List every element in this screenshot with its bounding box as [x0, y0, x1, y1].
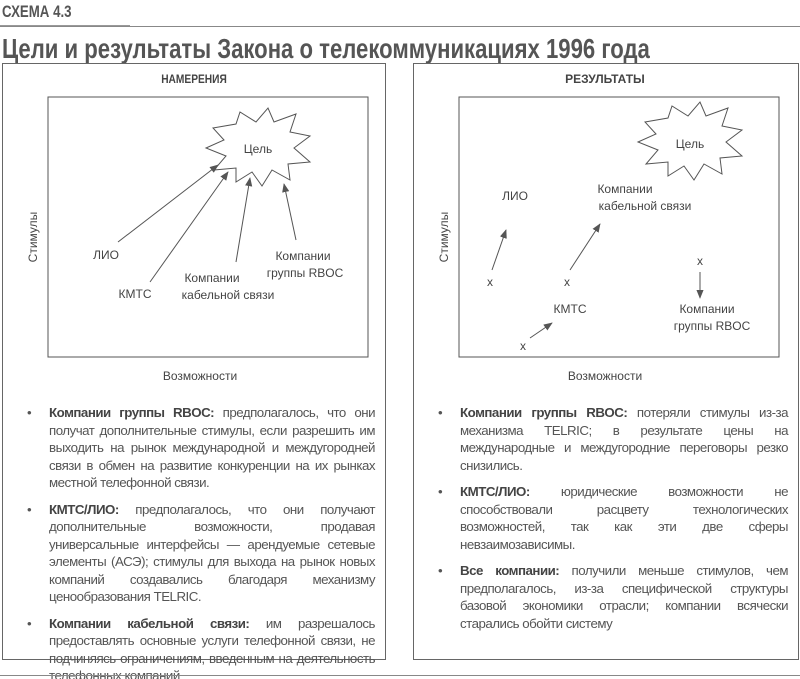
bullet-term: Компании группы RBOC: [460, 405, 628, 420]
x-axis-label: Возможности [163, 369, 237, 383]
bullet-text: предполагалось, что они получают дополни… [49, 501, 376, 605]
node-lio: ЛИО [502, 189, 528, 203]
bullet-text: получили меньше стимулов, чем предполага… [460, 563, 789, 631]
intentions-heading: НАМЕРЕНИЯ [161, 73, 227, 86]
node-rboc-2: группы RBOC [267, 266, 344, 280]
list-item: Все компании: получили меньше стимулов, … [438, 562, 789, 632]
results-plot-frame [458, 96, 780, 358]
intentions-plot-frame [47, 96, 369, 358]
bullet-text: им разрешалось предоставлять основные ус… [49, 615, 376, 679]
y-axis-label: Стимулы [437, 212, 451, 263]
divider [0, 26, 800, 27]
goal-label: Цель [676, 137, 704, 151]
node-cable-2: кабельной связи [182, 288, 275, 302]
bullet-term: КМТС/ЛИО: [49, 501, 119, 517]
arrow [491, 229, 507, 271]
bullet-text: юридические возможности не способствовал… [460, 484, 789, 552]
node-cable-1: Компании [184, 271, 239, 285]
list-item: КМТС/ЛИО: предполагалось, что они получа… [27, 501, 376, 606]
results-panel: Компании группы RBOC: потеряли стимулы и… [413, 63, 799, 660]
arrow [569, 223, 601, 271]
list-item: Компании группы RBOC: предполагалось, чт… [27, 404, 376, 492]
arrow [117, 164, 219, 243]
x-axis-label: Возможности [568, 369, 642, 383]
intentions-panel: Компании группы RBOC: предполагалось, чт… [2, 63, 386, 679]
bullet-term: КМТС/ЛИО: [460, 484, 530, 499]
bullet-text: предполагалось, что они получат дополнит… [49, 405, 376, 490]
node-kmts: КМТС [119, 287, 152, 301]
node-kmts: КМТС [554, 302, 587, 316]
bullet-term: Компании группы RBOC: [49, 405, 215, 420]
results-list: Компании группы RBOC: потеряли стимулы и… [438, 404, 789, 641]
node-rboc-2: группы RBOC [674, 319, 751, 333]
arrow [529, 322, 553, 339]
marker-x: x [487, 275, 493, 289]
bullet-term: Все компании: [460, 563, 560, 578]
node-cable-2: кабельной связи [599, 199, 692, 213]
arrow [282, 183, 297, 241]
arrow [235, 177, 253, 263]
results-heading: РЕЗУЛЬТАТЫ [565, 72, 645, 86]
figure-label: СХЕМА 4.3 [2, 2, 72, 21]
node-cable-1: Компании [597, 182, 652, 196]
bullet-text: потеряли стимулы из-за механизма TELRIC;… [460, 405, 789, 473]
figure-title: Цели и результаты Закона о телекоммуника… [2, 33, 650, 64]
list-item: Компании кабельной связи: им разрешалось… [27, 615, 376, 679]
y-axis-label: Стимулы [26, 212, 40, 263]
goal-star-icon [636, 101, 744, 181]
arrow [149, 171, 229, 283]
intentions-list: Компании группы RBOC: предполагалось, чт… [27, 404, 376, 679]
goal-label: Цель [244, 142, 272, 156]
bullet-term: Компании кабельной связи: [49, 615, 250, 631]
list-item: КМТС/ЛИО: юридические возможности не спо… [438, 483, 789, 553]
marker-x: x [564, 275, 570, 289]
diagrams: НАМЕРЕНИЯ Стимулы Возможности Цель ЛИО К… [26, 72, 780, 383]
list-item: Компании группы RBOC: потеряли стимулы и… [438, 404, 789, 474]
divider [0, 675, 800, 676]
marker-x: x [697, 254, 703, 268]
node-rboc-1: Компании [275, 249, 330, 263]
marker-x: x [520, 339, 526, 353]
node-lio: ЛИО [93, 248, 119, 262]
node-rboc-1: Компании [679, 302, 734, 316]
